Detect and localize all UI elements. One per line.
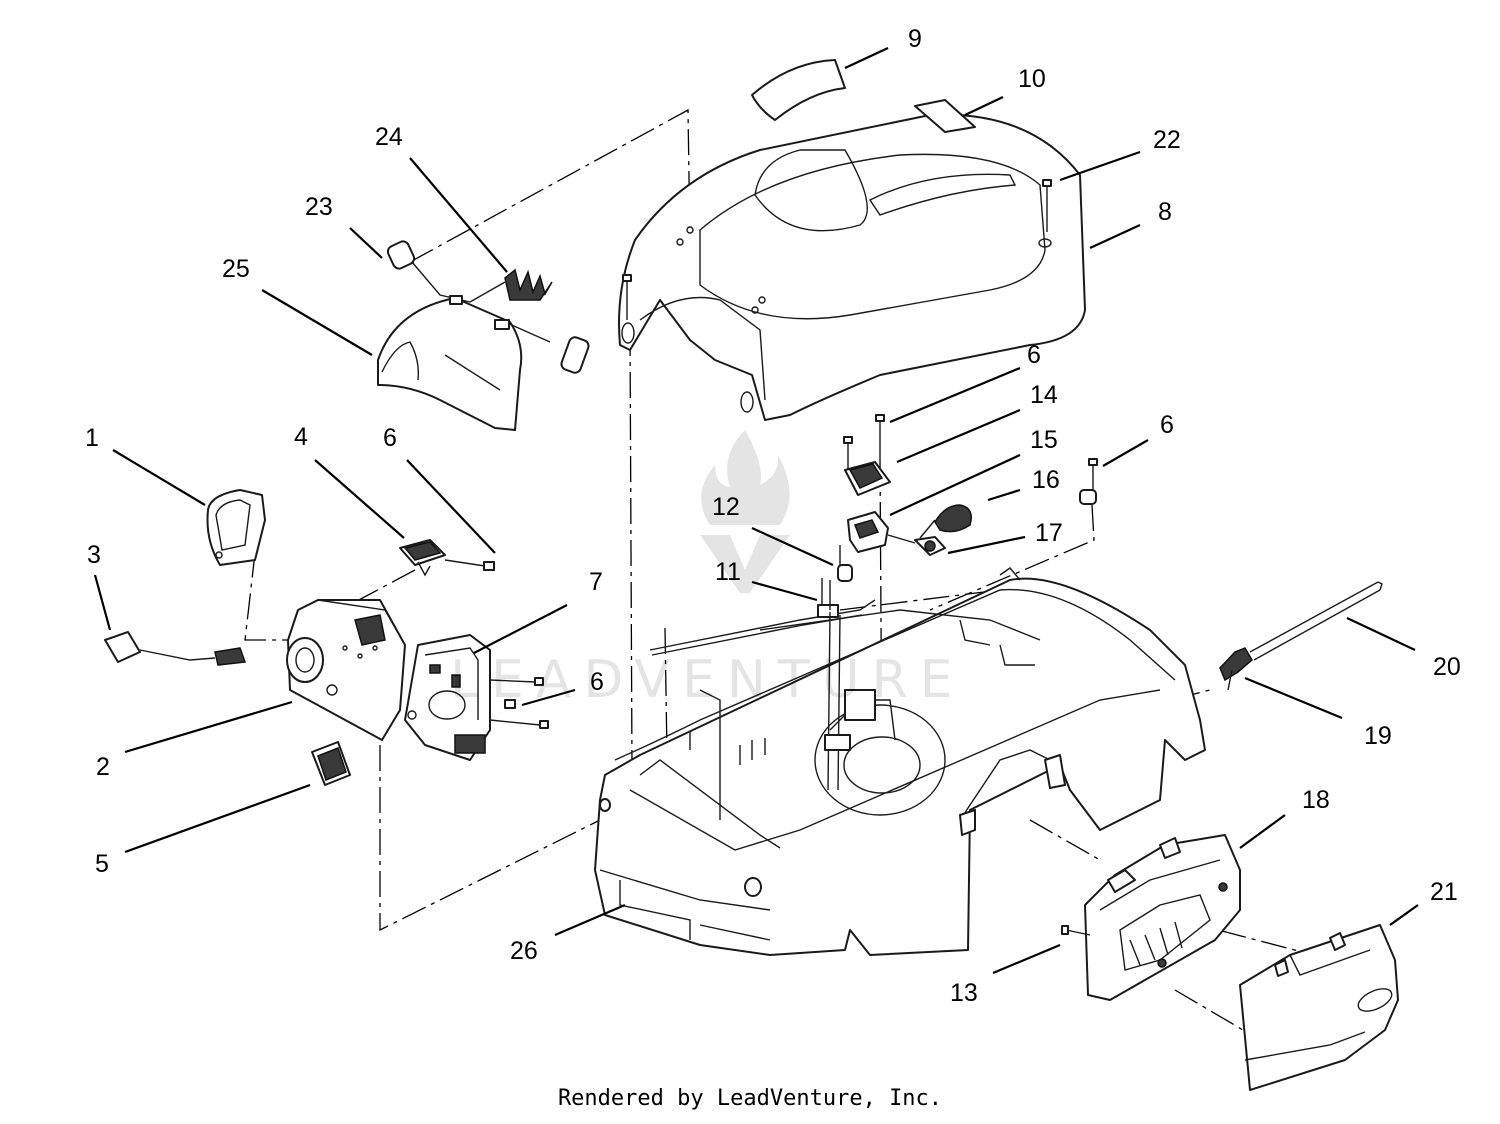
callout-13: 13: [950, 979, 978, 1007]
callout-15: 15: [1030, 426, 1058, 454]
screw-part-6c: [1079, 458, 1098, 505]
chassis-body-part: [594, 567, 1206, 956]
throttle-rod-part: [649, 599, 876, 791]
callout-6d: 6: [1160, 411, 1174, 439]
callout-5: 5: [95, 850, 109, 878]
callout-7: 7: [589, 568, 603, 596]
callout-16: 16: [1032, 466, 1060, 494]
callout-2: 2: [96, 753, 110, 781]
latch-part-23: [386, 240, 471, 303]
throttle-lever-part-14: [844, 461, 891, 496]
callout-19: 19: [1364, 722, 1392, 750]
callout-12: 12: [712, 493, 740, 521]
callout-1: 1: [85, 424, 99, 452]
switch-part: [399, 539, 495, 577]
screw-part-13: [1061, 925, 1091, 936]
callout-24: 24: [375, 123, 403, 151]
flame-logo-icon: [700, 430, 790, 593]
callout-26: 26: [510, 937, 538, 965]
spring-part-16: [919, 504, 972, 539]
callout-17: 17: [1035, 519, 1063, 547]
footer-credit: Rendered by LeadVenture, Inc.: [557, 1086, 943, 1111]
callout-25: 25: [222, 255, 250, 283]
callout-20: 20: [1433, 653, 1461, 681]
callout-4: 4: [294, 423, 308, 451]
screw-part-14: [843, 414, 885, 470]
callout-6b: 6: [590, 668, 604, 696]
latch-part-right: [449, 295, 590, 374]
screw-part-22: [1042, 179, 1052, 232]
cable-end-part-17: [914, 536, 946, 556]
hood-cover-part: [618, 113, 1086, 421]
callout-11: 11: [715, 558, 741, 586]
callout-23: 23: [305, 193, 333, 221]
callout-10: 10: [1018, 65, 1046, 93]
control-module-part: [404, 634, 549, 761]
spring-part-19: [1219, 647, 1253, 691]
decal-plate-part: [914, 99, 976, 133]
callout-22: 22: [1153, 126, 1181, 154]
leader-lines: [93, 47, 1419, 975]
throttle-bracket-part-15: [847, 511, 916, 553]
callout-labels: 1 2 3 4 5 6 6 6 6 7 8 9 10 11 12 13 14 1…: [85, 25, 1461, 1007]
cable-part-20: [1249, 581, 1383, 661]
callout-14: 14: [1030, 381, 1058, 409]
callout-3: 3: [87, 541, 101, 569]
dash-cover-part: [377, 297, 523, 431]
callout-9: 9: [908, 25, 922, 53]
callout-6a: 6: [383, 424, 397, 452]
callout-6c: 6: [1027, 341, 1041, 369]
connector-part: [104, 631, 247, 666]
rear-bumper-part: [1239, 924, 1399, 1091]
key-switch-part: [311, 741, 351, 786]
bezel-part: [206, 489, 266, 566]
bushing-part-12: [821, 545, 853, 610]
callout-8: 8: [1158, 198, 1172, 226]
dash-panel-part: [286, 599, 406, 741]
callout-21: 21: [1430, 878, 1458, 906]
rear-panel-part: [1084, 834, 1241, 1001]
spring-part-24: [469, 268, 553, 303]
cap-cover-part: [751, 59, 846, 121]
watermark-text: LEADVENTURE: [450, 650, 965, 710]
screw-part-hood-left: [622, 274, 632, 320]
callout-18: 18: [1302, 786, 1330, 814]
